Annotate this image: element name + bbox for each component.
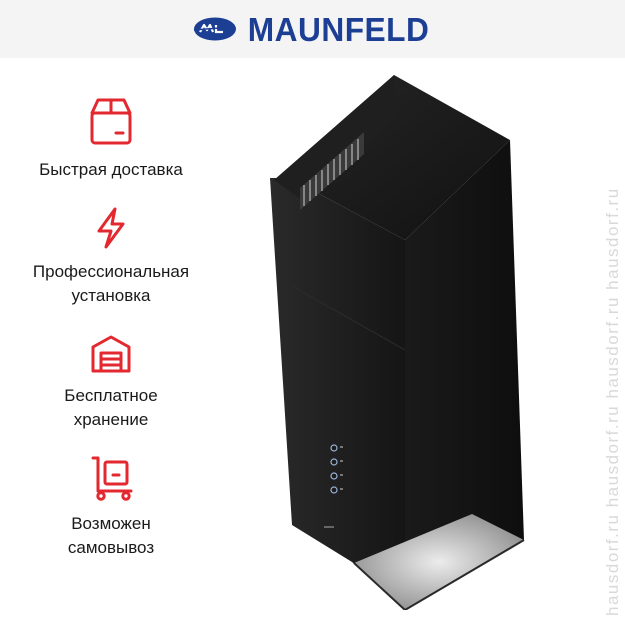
cooker-hood-image — [270, 75, 525, 612]
brand-header — [0, 0, 625, 58]
feature-label: Быстрая доставка — [39, 160, 183, 179]
feature-installation: Профессиональная установка — [0, 206, 222, 308]
feature-free-storage: Бесплатное хранение — [0, 334, 222, 432]
brand-logo: MAUNFELD — [0, 0, 625, 58]
lightning-icon — [97, 207, 125, 249]
feature-label: Возможен самовывоз — [67, 514, 155, 557]
brand-name: MAUNFELD — [247, 10, 430, 48]
brand-mark-icon — [193, 17, 236, 41]
feature-label: Профессиональная установка — [32, 262, 190, 305]
watermark: hausdorf.ru hausdorf.ru hausdorf.ru haus… — [599, 96, 625, 616]
feature-fast-delivery: Быстрая доставка — [0, 96, 222, 182]
product-image — [262, 70, 562, 615]
feature-label: Бесплатное хранение — [64, 386, 158, 429]
watermark-text: hausdorf.ru hausdorf.ru hausdorf.ru haus… — [603, 187, 622, 616]
box-icon — [90, 98, 132, 145]
cart-box-icon — [91, 456, 133, 501]
warehouse-icon — [91, 335, 131, 373]
feature-self-pickup: Возможен самовывоз — [0, 454, 222, 560]
